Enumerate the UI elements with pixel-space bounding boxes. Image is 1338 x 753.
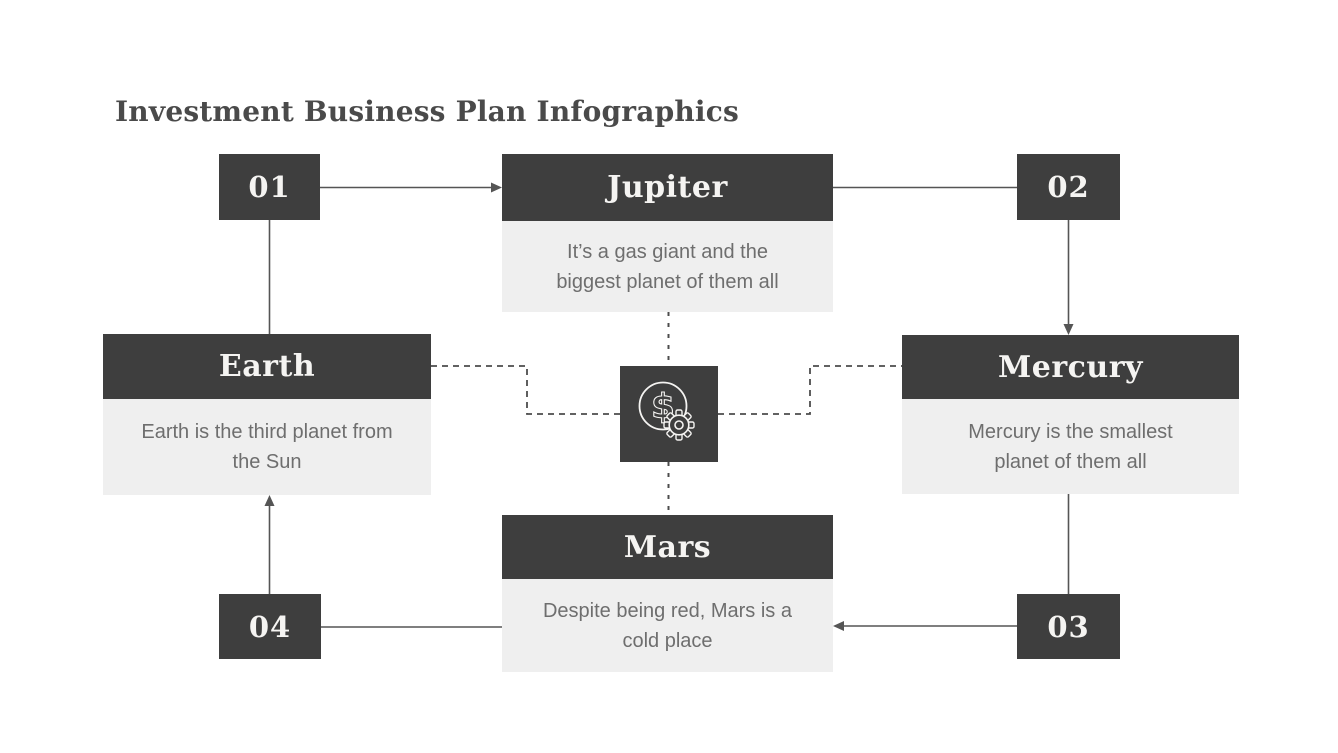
mercury-title-box: Mercury (902, 335, 1239, 399)
step-label-04: 04 (248, 609, 292, 644)
step-label-01: 01 (248, 170, 291, 204)
jupiter-description-box: It’s a gas giant and the biggest planet … (502, 221, 833, 312)
earth-description: Earth is the third planet from the Sun (141, 421, 393, 473)
jupiter-title: Jupiter (607, 170, 728, 205)
mercury-description: Mercury is the smallest planet of them a… (968, 420, 1173, 473)
earth-title-box: Earth (103, 334, 431, 399)
earth-title: Earth (218, 349, 316, 384)
page-title: Investment Business Plan Infographics (115, 95, 739, 128)
dashed-earth-to-icon (431, 365, 620, 415)
jupiter-description: It’s a gas giant and the biggest planet … (556, 240, 779, 293)
arrowhead-into-earth (264, 495, 275, 506)
arrowhead-into-jupiter (491, 182, 502, 193)
coin-circle (638, 381, 688, 431)
mars-title-box: Mars (502, 515, 833, 579)
step-box-02: 02 (1017, 154, 1120, 220)
mars-description-box: Despite being red, Mars is a cold place (502, 579, 833, 672)
dollar-gear-icon: $ (638, 381, 695, 441)
investment-icon-box: $ (620, 366, 718, 462)
earth-description-box: Earth is the third planet from the Sun (103, 399, 431, 495)
step-label-02: 02 (1047, 170, 1090, 204)
arrowhead-into-mars (833, 621, 844, 631)
dashed-icon-to-mercury (718, 365, 902, 415)
step-label-03: 03 (1047, 609, 1090, 644)
step-box-04: 04 (219, 594, 321, 659)
mercury-title: Mercury (998, 349, 1143, 385)
mars-description: Despite being red, Mars is a cold place (542, 599, 792, 652)
mercury-description-box: Mercury is the smallest planet of them a… (902, 399, 1239, 494)
gear-glyph (663, 409, 695, 441)
arrowhead-into-mercury (1063, 324, 1074, 335)
jupiter-title-box: Jupiter (502, 154, 833, 221)
mars-title: Mars (623, 529, 712, 565)
step-box-03: 03 (1017, 594, 1120, 659)
step-box-01: 01 (219, 154, 320, 220)
